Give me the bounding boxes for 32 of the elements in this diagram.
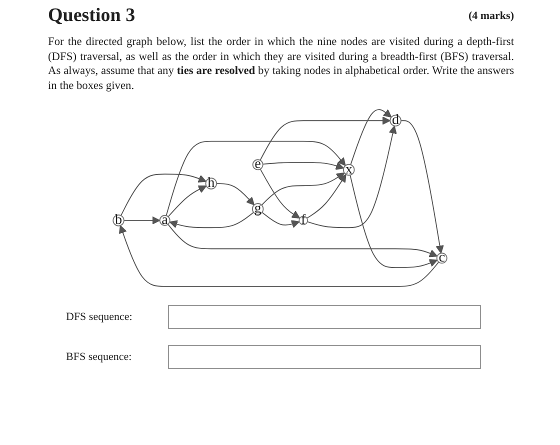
node-circle: c — [436, 250, 448, 266]
node-circle: d — [390, 112, 402, 128]
arrow — [262, 162, 344, 170]
arrow — [262, 212, 300, 228]
field-label: DFS sequence: — [66, 311, 132, 323]
question-text: For the directed graph below, list the order in which the nine nodes are visited during a depth-first (DFS) traversal, as well as the order in which they are visited during a breadth-first (BFS) traversal. As always, assume that any ties are resolved by taking nodes in alphabetical order. Write the answers in the boxes given. — [48, 35, 514, 94]
arrow — [120, 174, 206, 216]
node-circle: f — [298, 212, 308, 228]
arrow — [168, 186, 207, 218]
arrow — [306, 174, 346, 219]
node-circle: a — [159, 212, 170, 228]
arrow — [400, 120, 444, 254]
arrow — [306, 126, 397, 228]
arrow — [260, 116, 391, 161]
arrow — [166, 140, 346, 216]
node-circle: g — [252, 201, 264, 216]
marks-label: (4 marks) — [468, 10, 514, 22]
node-circle: b — [112, 212, 124, 228]
arrow — [216, 183, 255, 206]
node-circle: x — [342, 162, 355, 178]
question-title: Question 3 — [48, 5, 136, 27]
arrow — [168, 224, 438, 258]
arrow — [350, 174, 438, 268]
field-label: BFS sequence: — [66, 351, 132, 363]
arrow — [123, 216, 160, 225]
arrow — [261, 172, 345, 206]
node-circle: e — [252, 156, 264, 172]
arrow — [169, 212, 254, 228]
arrow — [350, 109, 392, 166]
arrow — [118, 225, 440, 287]
arrow — [260, 168, 300, 219]
node-circle: h — [205, 176, 218, 191]
